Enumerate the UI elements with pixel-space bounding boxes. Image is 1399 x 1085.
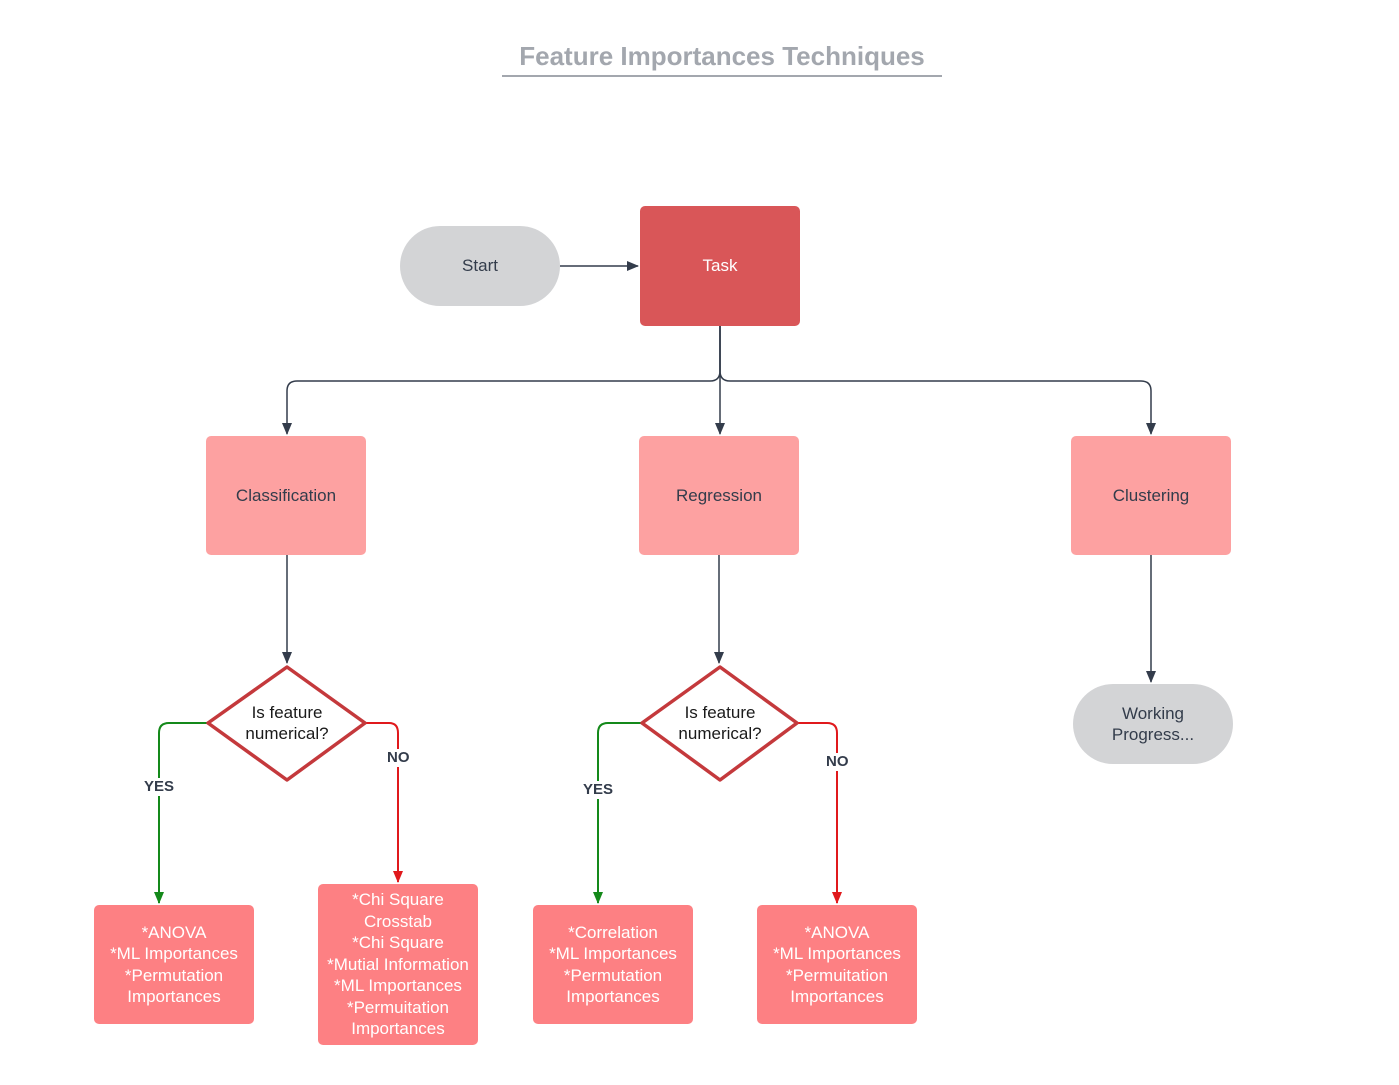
task-node[interactable]: Task [640, 206, 800, 326]
edge-class-yes [154, 722, 208, 904]
edge-label-reg-no: NO [824, 753, 851, 771]
edge-task-to-classification [282, 326, 721, 435]
start-node[interactable]: Start [400, 226, 560, 306]
working-progress-node[interactable]: Working Progress... [1073, 684, 1233, 764]
decision-diamond-regression [640, 665, 799, 782]
edge-label-class-yes: YES [142, 778, 177, 796]
class-yes-result-node[interactable]: *ANOVA *ML Importances *Permutation Impo… [94, 905, 254, 1024]
diagram-title: Feature Importances Techniques [519, 41, 925, 71]
reg-no-result-node[interactable]: *ANOVA *ML Importances *Permuitation Imp… [757, 905, 917, 1024]
class-no-result-node[interactable]: *Chi Square Crosstab *Chi Square *Mutial… [318, 884, 478, 1045]
decision-label-classification[interactable]: Is feature numerical? [245, 702, 329, 744]
regression-node[interactable]: Regression [639, 436, 799, 555]
decision-label-regression[interactable]: Is feature numerical? [678, 702, 762, 744]
edge-reg-yes [593, 722, 642, 904]
edge-label-reg-yes: YES [581, 781, 616, 799]
reg-yes-result-node[interactable]: *Correlation *ML Importances *Permutatio… [533, 905, 693, 1024]
title-underline [502, 75, 942, 77]
edge-class-no [365, 722, 403, 883]
edge-label-class-no: NO [385, 749, 412, 767]
decision-diamond-classification [206, 665, 367, 782]
edge-task-to-clustering [719, 326, 1156, 435]
classification-node[interactable]: Classification [206, 436, 366, 555]
clustering-node[interactable]: Clustering [1071, 436, 1231, 555]
edge-reg-no [797, 722, 842, 904]
